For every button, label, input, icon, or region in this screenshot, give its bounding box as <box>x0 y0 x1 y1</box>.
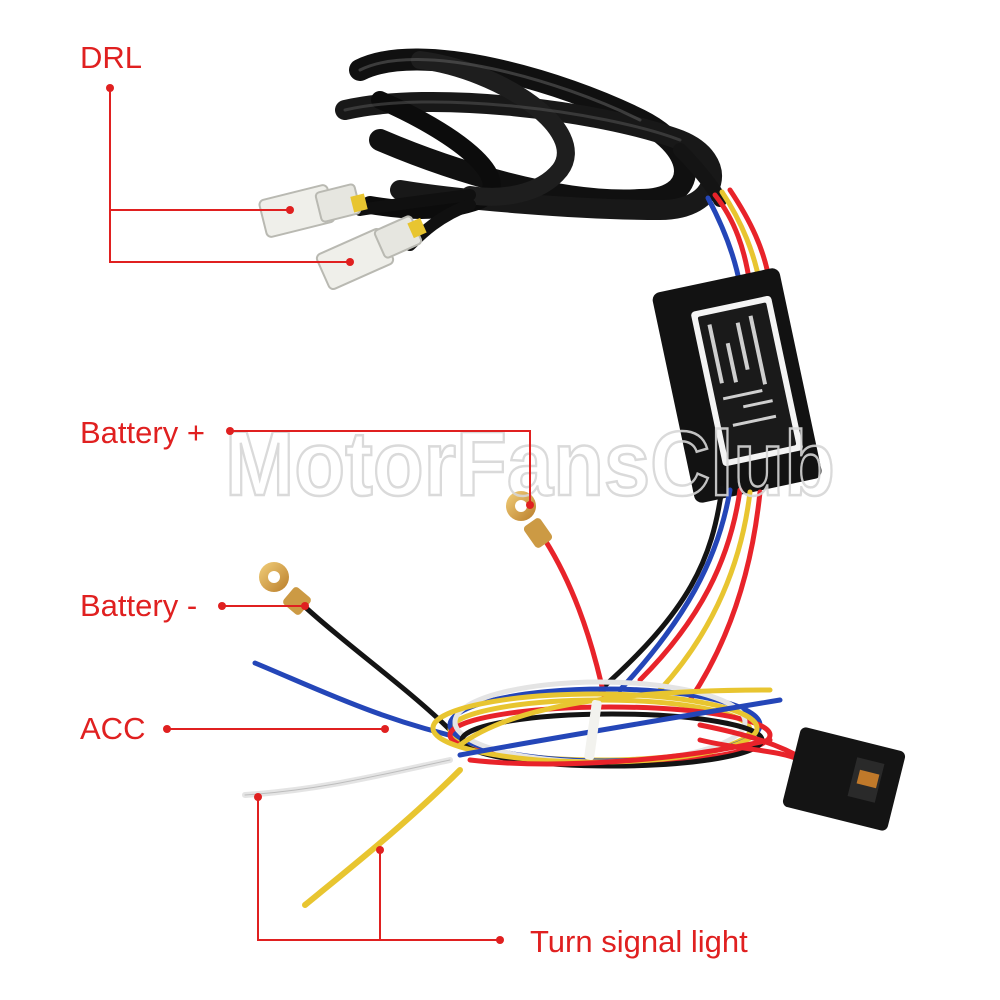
turn-signal-wires <box>242 757 463 908</box>
module-output-wires <box>597 485 763 703</box>
drl-connector-2 <box>315 215 427 290</box>
drl-cable-bundle <box>335 48 727 251</box>
harness-plug <box>782 727 906 831</box>
control-module <box>652 268 822 503</box>
drl-label: DRL <box>80 40 143 75</box>
annotation-lines <box>109 88 531 941</box>
battery-minus-label: Battery - <box>80 588 198 623</box>
wire-coil-bundle <box>430 679 808 769</box>
acc-label: ACC <box>80 711 146 746</box>
acc-wire <box>252 660 473 743</box>
cable-tie <box>584 699 602 761</box>
annotation-dots <box>106 84 534 944</box>
battery-plus-label: Battery + <box>80 415 205 450</box>
drl-connector-1 <box>258 183 368 238</box>
battery-plus-wire <box>506 491 608 703</box>
turn-signal-label: Turn signal light <box>530 924 748 959</box>
